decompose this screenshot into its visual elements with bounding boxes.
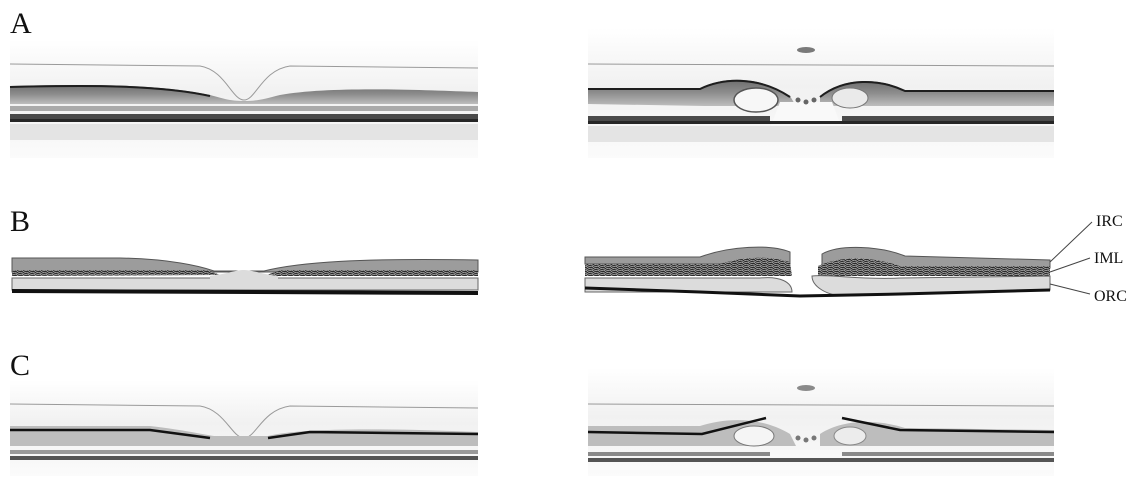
panel-a-left-oct-scan bbox=[10, 40, 478, 158]
panel-letter-c: C bbox=[10, 349, 30, 382]
panel-c-left-oct-scan bbox=[10, 380, 478, 476]
label-irc: IRC bbox=[1096, 213, 1123, 230]
panel-a-right-oct-scan bbox=[588, 28, 1054, 158]
panel-b-left-schematic bbox=[12, 258, 478, 293]
layer-label-leaders bbox=[1050, 222, 1092, 294]
panel-c-right-oct-scan bbox=[588, 368, 1054, 476]
panel-b-right-schematic bbox=[585, 247, 1050, 296]
label-orc: ORC bbox=[1094, 288, 1127, 305]
panel-letter-b: B bbox=[10, 205, 30, 238]
panel-letter-a: A bbox=[10, 7, 32, 40]
label-iml: IML bbox=[1094, 250, 1123, 267]
